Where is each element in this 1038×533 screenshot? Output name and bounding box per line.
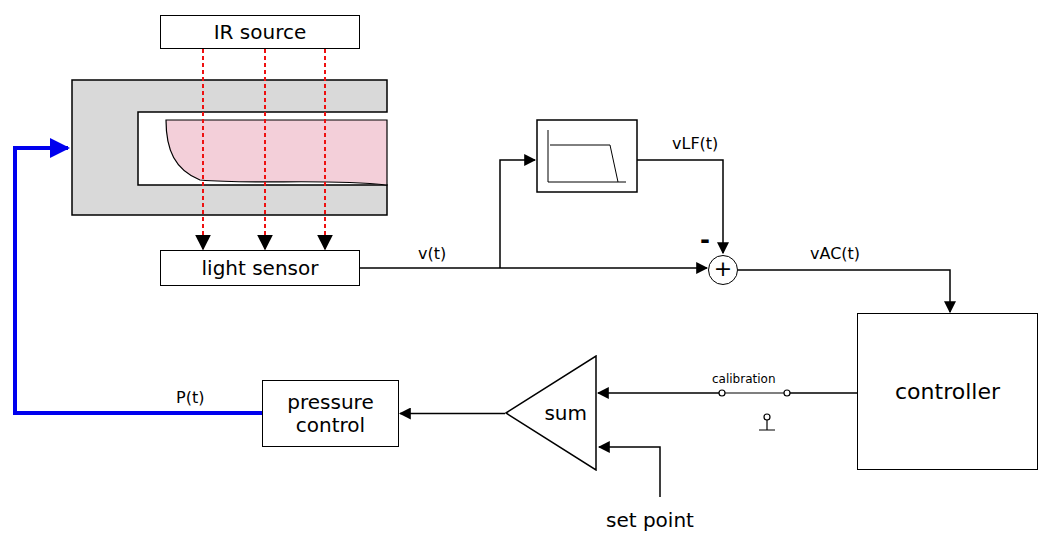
signal-name: P(t) <box>176 390 204 406</box>
switch-contact <box>719 390 725 396</box>
ground-contact <box>764 414 770 420</box>
setpoint-wire <box>599 447 660 497</box>
branch-wire <box>500 160 535 268</box>
switch-label: calibration <box>712 373 776 385</box>
sum-amplifier: sum <box>505 355 597 471</box>
sensor-box: light sensor <box>160 250 360 286</box>
ir-beam <box>264 49 266 249</box>
lowpass-filter <box>537 120 637 192</box>
chamber-housing <box>72 80 387 215</box>
signal-name: vLF(t) <box>672 136 718 152</box>
minus-sign: - <box>700 228 710 252</box>
switch-blade <box>725 392 784 393</box>
pressure-box: pressure control <box>262 380 399 447</box>
node-text: controller <box>895 379 1000 404</box>
node-text: pressure control <box>263 391 398 437</box>
input-label: set point <box>606 510 694 530</box>
ir-beam <box>324 49 326 249</box>
filter-out-wire <box>637 160 723 253</box>
signal-wire <box>598 392 857 394</box>
ground-symbol <box>759 420 775 430</box>
summing-junction: + <box>708 255 738 285</box>
signal-wire <box>400 413 505 415</box>
signal-name: v(t) <box>418 246 446 262</box>
signal-name: vAC(t) <box>810 246 860 262</box>
filter-symbol <box>548 130 626 182</box>
switch-contact <box>784 390 790 396</box>
tissue-sample <box>166 120 387 185</box>
node-text: + <box>714 256 732 281</box>
node-text: light sensor <box>202 257 319 280</box>
source-box: IR source <box>160 15 360 49</box>
signal-wire <box>360 267 707 269</box>
controller-box: controller <box>857 313 1038 470</box>
node-text: sum <box>544 402 587 425</box>
signal-wire <box>738 270 950 312</box>
ir-beam <box>202 49 204 249</box>
node-text: IR source <box>214 21 307 44</box>
